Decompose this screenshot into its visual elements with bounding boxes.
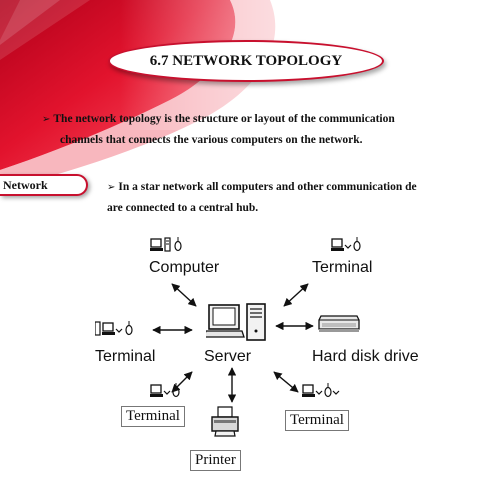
server-icon: [206, 303, 266, 341]
bullet-line: are connected to a central hub.: [107, 202, 259, 214]
bullet-topology-definition: ➢The network topology is the structure o…: [42, 109, 395, 150]
node-label-printer: Printer: [190, 450, 241, 471]
bullet-arrow-icon: ➢: [42, 114, 51, 125]
node-label-hard-disk: Hard disk drive: [312, 348, 419, 365]
arrow-computer-server: [171, 283, 197, 307]
bullet-line: channels that connects the various compu…: [60, 134, 363, 146]
arrow-server-terminal-br: [273, 371, 299, 393]
terminal-icon: [150, 383, 180, 398]
bullet-line: The network topology is the structure or…: [53, 113, 395, 125]
node-label-terminal-bottom-left: Terminal: [121, 406, 185, 427]
node-label-terminal-bottom-right: Terminal: [285, 410, 349, 431]
node-label-terminal-left: Terminal: [95, 348, 156, 365]
node-label-computer: Computer: [149, 259, 220, 276]
bullet-line: In a star network all computers and othe…: [118, 181, 417, 193]
terminal-icon: [331, 237, 361, 252]
bullet-arrow-icon: ➢: [107, 182, 116, 193]
arrow-terminal-bl-server: [171, 371, 193, 393]
node-label-server: Server: [204, 348, 252, 365]
computer-icon: [150, 237, 182, 252]
hard-disk-icon: [318, 315, 360, 332]
terminal-icon: [302, 383, 340, 398]
slide-title: 6.7 NETWORK TOPOLOGY: [108, 40, 384, 82]
side-label-network: Network: [0, 174, 88, 196]
bullet-star-network: ➢In a star network all computers and oth…: [107, 177, 417, 218]
printer-icon: [211, 406, 239, 437]
arrow-terminal-tr-server: [283, 283, 309, 307]
node-label-terminal-top-right: Terminal: [312, 259, 373, 276]
terminal-icon: [95, 321, 133, 336]
